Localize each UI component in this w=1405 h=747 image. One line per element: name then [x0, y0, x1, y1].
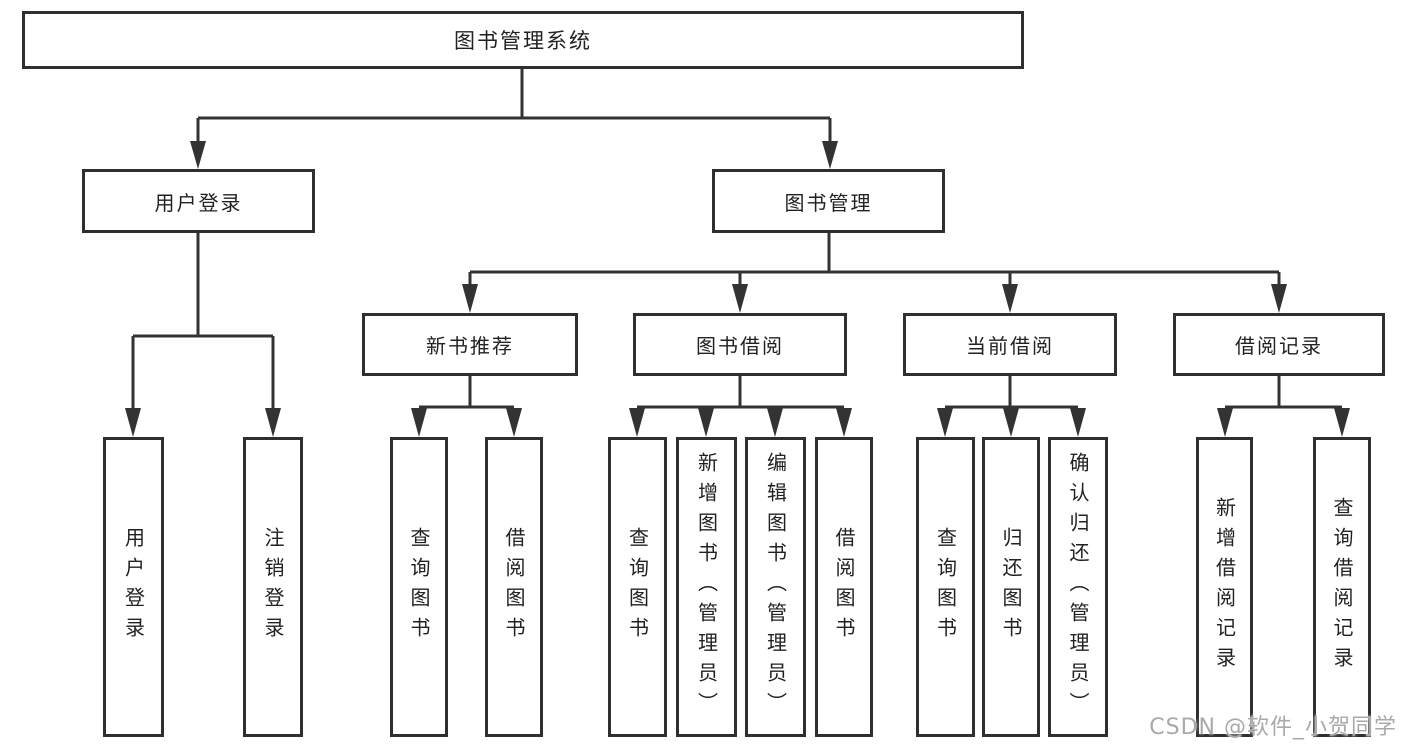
node-leaf-return-book: 归还图书 — [982, 437, 1040, 737]
leaf-label: 注销登录 — [261, 527, 285, 647]
arrowheads-new-book-children — [411, 408, 522, 437]
leaf-label: 新增借阅记录 — [1212, 497, 1237, 677]
leaf-label: 新增图书（管理员） — [694, 452, 719, 722]
node-borrow-record: 借阅记录 — [1173, 313, 1385, 376]
connector-borrow-record-children — [1225, 376, 1342, 409]
leaf-label: 查询图书 — [625, 527, 650, 647]
connector-root — [196, 69, 832, 144]
connector-new-book-children — [419, 376, 514, 409]
leaf-label: 归还图书 — [999, 527, 1023, 647]
node-leaf-user-login: 用户登录 — [103, 437, 164, 737]
arrowheads-level2 — [190, 141, 838, 169]
leaf-label: 确认归还（管理员） — [1066, 452, 1090, 722]
node-leaf-logout: 注销登录 — [243, 437, 303, 737]
connector-current-borrow-children — [945, 376, 1078, 409]
leaf-label: 编辑图书（管理员） — [763, 452, 788, 722]
leaf-label: 查询借阅记录 — [1330, 497, 1354, 677]
node-leaf-edit-book-admin: 编辑图书（管理员） — [745, 437, 806, 737]
connector-user-login-branch — [131, 233, 275, 410]
arrowheads-borrow-record-children — [1217, 408, 1350, 437]
node-leaf-borrow-books-2: 借阅图书 — [815, 437, 873, 737]
csdn-watermark: CSDN @软件_小贺同学 — [1149, 715, 1397, 740]
node-root-system: 图书管理系统 — [22, 11, 1024, 69]
connector-book-borrow-children — [637, 376, 844, 409]
node-leaf-query-books-1: 查询图书 — [390, 437, 448, 737]
arrowheads-user-login-children — [125, 408, 281, 437]
arrowheads-level3 — [462, 284, 1287, 313]
arrowheads-book-borrow-children — [629, 408, 852, 437]
node-leaf-query-borrow-record: 查询借阅记录 — [1313, 437, 1371, 737]
leaf-label: 用户登录 — [121, 527, 146, 647]
connector-book-mgmt-branch — [468, 233, 1281, 286]
node-leaf-confirm-return-admin: 确认归还（管理员） — [1048, 437, 1108, 737]
leaf-label: 借阅图书 — [502, 527, 526, 647]
arrowheads-current-borrow-children — [937, 408, 1086, 437]
node-leaf-add-book-admin: 新增图书（管理员） — [676, 437, 737, 737]
node-user-login-module: 用户登录 — [82, 169, 315, 233]
node-leaf-add-borrow-record: 新增借阅记录 — [1196, 437, 1253, 737]
node-leaf-borrow-books-1: 借阅图书 — [485, 437, 543, 737]
node-leaf-query-books-2: 查询图书 — [608, 437, 667, 737]
node-book-borrow: 图书借阅 — [633, 313, 847, 376]
leaf-label: 查询图书 — [933, 527, 958, 647]
node-new-book-recommend: 新书推荐 — [362, 313, 578, 376]
leaf-label: 查询图书 — [407, 527, 431, 647]
leaf-label: 借阅图书 — [832, 527, 856, 647]
node-book-management-module: 图书管理 — [712, 169, 945, 233]
node-leaf-query-books-3: 查询图书 — [916, 437, 975, 737]
node-current-borrow: 当前借阅 — [903, 313, 1117, 376]
